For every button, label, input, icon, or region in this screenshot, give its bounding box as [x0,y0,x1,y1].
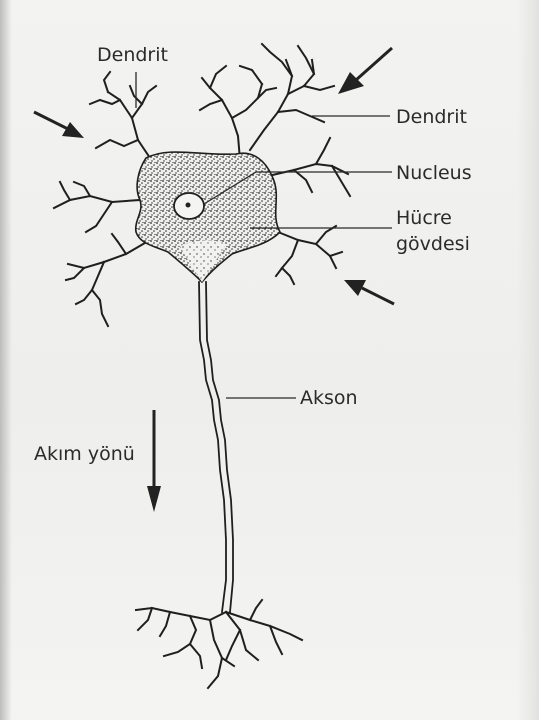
label-dendrit-right: Dendrit [396,106,467,128]
label-nucleus: Nucleus [396,162,472,184]
label-akson: Akson [300,387,358,409]
label-hucre-line2: gövdesi [396,233,470,255]
flow-direction-arrow [147,410,161,512]
arrow-lower-right [344,280,394,304]
arrow-upper-right [338,48,392,94]
arrow-upper-left [34,112,84,138]
label-dendrit-top: Dendrit [97,44,168,66]
axon [199,282,233,612]
axon-terminals [136,600,302,688]
label-hucre-line1: Hücre [396,207,452,229]
nucleolus [186,203,191,208]
label-akim-yonu: Akım yönü [34,443,135,465]
